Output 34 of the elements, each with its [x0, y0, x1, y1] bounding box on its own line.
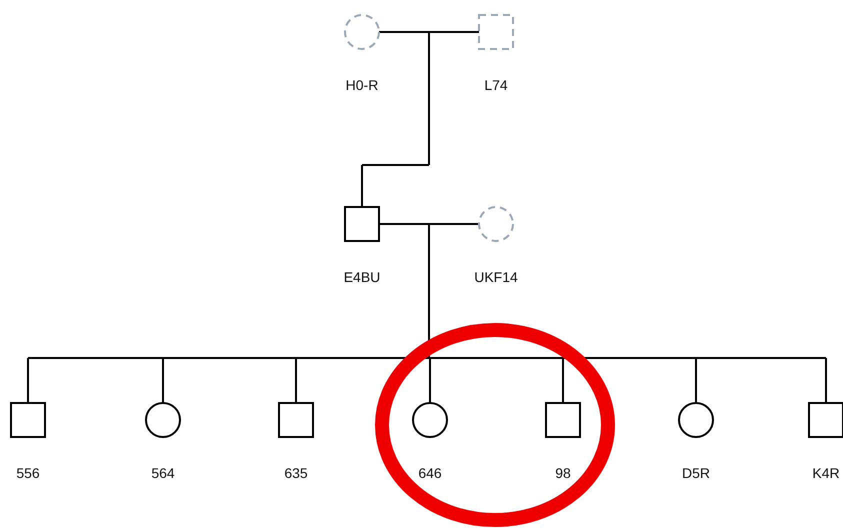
pedigree-line: [562, 358, 564, 403]
pedigree-line: [162, 358, 164, 403]
female-symbol: [478, 206, 514, 242]
male-symbol: [278, 402, 314, 438]
female-symbol: [344, 14, 380, 50]
male-symbol: [808, 402, 843, 438]
pedigree-line: [27, 223, 827, 359]
female-symbol: [678, 402, 714, 438]
female-symbol: [145, 402, 181, 438]
person-id-label: 556: [16, 465, 40, 481]
pedigree-line: [825, 358, 827, 403]
person-id-label: K4R: [812, 465, 840, 481]
male-symbol: [10, 402, 46, 438]
person-id-label: D5R: [682, 465, 710, 481]
pedigree-line: [695, 358, 697, 403]
pedigree-line: [361, 31, 430, 166]
male-symbol: [545, 402, 581, 438]
pedigree-line: [429, 358, 431, 403]
person-id-label: 635: [284, 465, 308, 481]
male-symbol: [344, 206, 380, 242]
male-symbol: [478, 14, 514, 50]
pedigree-line: [361, 165, 363, 207]
pedigree-line: [295, 358, 297, 403]
person-id-label: L74: [484, 77, 508, 93]
person-id-label: E4BU: [344, 269, 380, 285]
person-id-label: UKF14: [474, 269, 518, 285]
person-id-label: 98: [555, 465, 571, 481]
person-id-label: 646: [418, 465, 442, 481]
pedigree-line: [379, 31, 479, 33]
person-id-label: H0-R: [346, 77, 378, 93]
pedigree-line: [27, 358, 29, 403]
person-id-label: 564: [151, 465, 175, 481]
female-symbol: [412, 402, 448, 438]
pedigree-line: [379, 223, 479, 225]
